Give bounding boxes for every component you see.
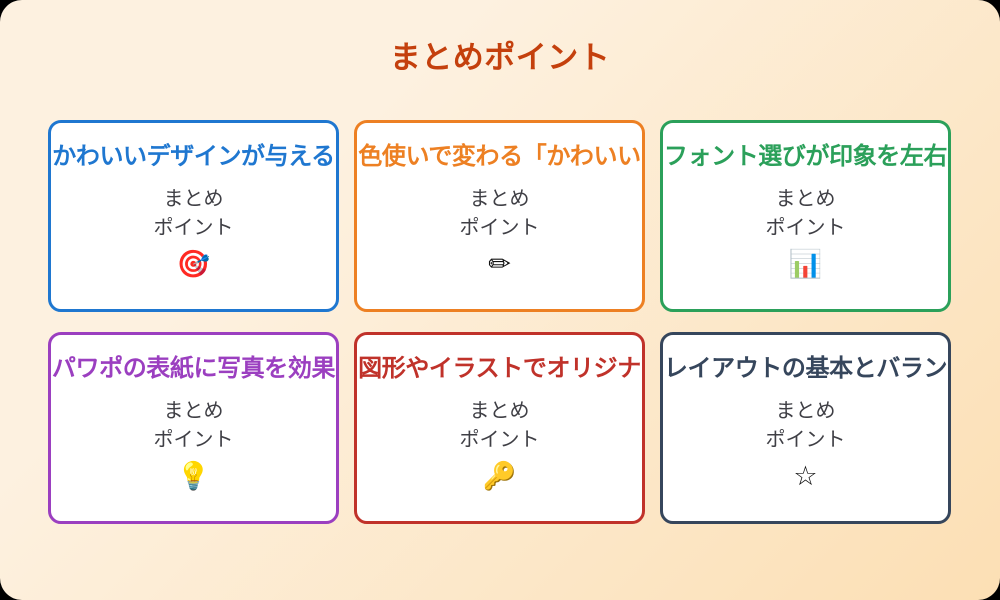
summary-card-body: まとめ ポイント (765, 400, 846, 452)
summary-card-title: 図形やイラストでオリジナ (358, 355, 641, 382)
summary-card[interactable]: フォント選びが印象を左右 まとめ ポイント 📊 (660, 120, 951, 312)
summary-card-body: まとめ ポイント (459, 400, 540, 452)
summary-card-title: かわいいデザインが与える (52, 143, 335, 170)
pencil-icon: ✏ (488, 249, 511, 279)
page-title: まとめポイント (389, 40, 611, 75)
summary-card[interactable]: 図形やイラストでオリジナ まとめ ポイント 🔑 (354, 332, 645, 524)
summary-card-grid: かわいいデザインが与える まとめ ポイント 🎯 色使いで変わる「かわいい まとめ… (48, 120, 952, 524)
lightbulb-icon: 💡 (176, 461, 211, 491)
summary-card-title: 色使いで変わる「かわいい (358, 143, 641, 170)
summary-card[interactable]: レイアウトの基本とバラン まとめ ポイント ☆ (660, 332, 951, 524)
summary-card-body: まとめ ポイント (153, 188, 234, 240)
summary-card-body: まとめ ポイント (459, 188, 540, 240)
summary-card-title: フォント選びが印象を左右 (663, 143, 948, 170)
summary-card-title: レイアウトの基本とバラン (663, 355, 948, 382)
dart-target-icon: 🎯 (176, 249, 211, 279)
key-icon: 🔑 (482, 461, 517, 491)
summary-card-body: まとめ ポイント (153, 400, 234, 452)
summary-card[interactable]: 色使いで変わる「かわいい まとめ ポイント ✏ (354, 120, 645, 312)
summary-card-title: パワポの表紙に写真を効果 (51, 355, 336, 382)
star-icon: ☆ (793, 461, 818, 491)
summary-card[interactable]: パワポの表紙に写真を効果 まとめ ポイント 💡 (48, 332, 339, 524)
bar-chart-icon: 📊 (788, 249, 823, 279)
summary-card[interactable]: かわいいデザインが与える まとめ ポイント 🎯 (48, 120, 339, 312)
summary-card-body: まとめ ポイント (765, 188, 846, 240)
